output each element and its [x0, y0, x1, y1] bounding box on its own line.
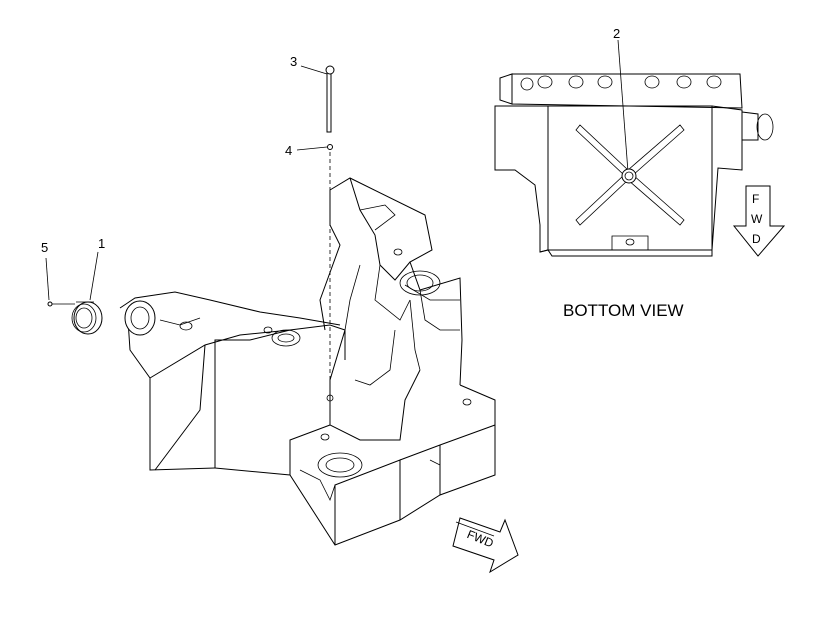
callout-2: 2 [613, 26, 620, 41]
fwd-arrow-main: FWD [452, 517, 519, 574]
callout-1: 1 [98, 236, 105, 251]
grease-fitting-part-5 [47, 301, 75, 307]
callout-3: 3 [290, 54, 297, 69]
dipstick-part-3 [325, 65, 335, 133]
seal-part-1 [71, 301, 103, 335]
bottom-view-drawing [494, 73, 774, 257]
callout-5: 5 [41, 240, 48, 255]
frame-assembly [119, 177, 496, 546]
callouts: 1 2 3 4 5 [41, 26, 629, 301]
bottom-view-title: BOTTOM VIEW [563, 301, 684, 320]
fwd-letter-d: D [752, 232, 761, 246]
fwd-letter-w: W [751, 212, 763, 226]
plug-part-4 [327, 144, 333, 400]
fwd-letter-f: F [752, 192, 759, 206]
fwd-arrow-bottom: F W D [732, 185, 786, 257]
bottom-view-bolt-holes [520, 75, 722, 91]
callout-4: 4 [285, 143, 292, 158]
